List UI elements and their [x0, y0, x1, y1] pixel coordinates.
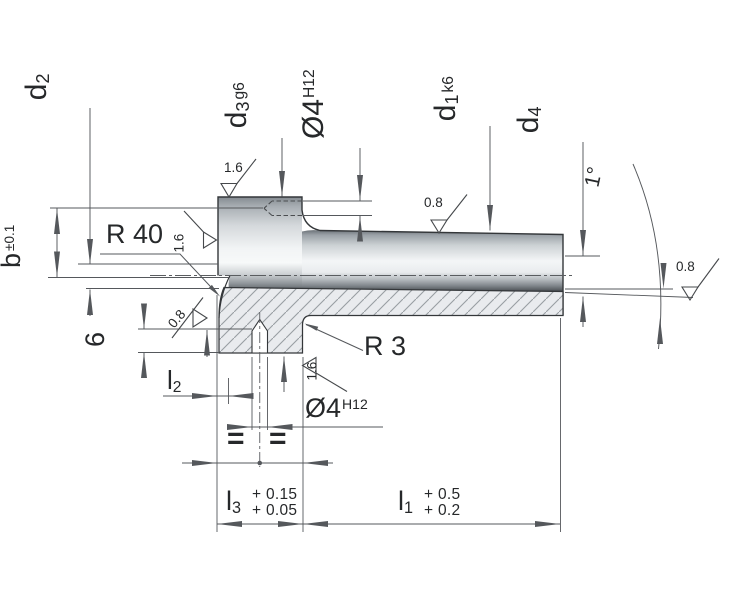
centerlines [150, 275, 572, 467]
roughness-check-left-lower [171, 297, 209, 339]
equality-mark-left: = [227, 422, 245, 455]
label-roughness-bore-end: 0.8 [676, 259, 695, 274]
r40-leader [100, 253, 218, 294]
label-l1-tolerance: + 0.5+ 0.2 [424, 486, 461, 519]
dimension-arrows [54, 171, 667, 527]
label-b: b±0.1 [0, 224, 26, 268]
label-d3: d3g6 [219, 82, 253, 129]
label-l1: l1 [398, 486, 414, 517]
equality-mark-right: = [269, 422, 287, 455]
section-hatch [218, 275, 564, 354]
label-d1: d1k6 [428, 76, 462, 122]
label-depth-6: 6 [80, 331, 110, 347]
label-angle-1deg: 1° [580, 164, 608, 190]
roughness-check-flange-left [183, 210, 218, 249]
angle-arc [632, 163, 662, 350]
shaft-shape [302, 230, 563, 292]
label-d2: d2 [19, 73, 53, 101]
label-bore-bottom: Ø4H12 [305, 393, 368, 423]
r40-curve [218, 275, 231, 319]
label-roughness-flange-left: 1.6 [171, 233, 187, 253]
label-l3-tolerance: + 0.15+ 0.05 [252, 486, 298, 519]
label-d4: d4 [511, 106, 545, 134]
part-outline [217, 196, 564, 316]
label-roughness-shaft-top: 0.8 [424, 195, 443, 210]
hatch-area [218, 286, 564, 354]
hidden-hole-dashed [263, 200, 302, 217]
label-r40: R 40 [106, 219, 164, 249]
roughness-check-flange-top [220, 158, 257, 199]
roughness-check-flange-bottom [301, 356, 348, 392]
roughness-check-shaft-top [430, 194, 468, 235]
label-l3: l3 [226, 486, 242, 517]
roughness-check-bore-end [681, 258, 720, 302]
label-bore-top: Ø4H12 [297, 69, 330, 139]
label-roughness-flange-bottom: 1.6 [304, 361, 320, 381]
label-r3: R 3 [364, 331, 407, 361]
label-l2: l2 [167, 365, 182, 396]
label-roughness-flange-top: 1.6 [224, 160, 243, 175]
flange-head-shape [218, 197, 302, 290]
roughness-symbols [171, 158, 720, 392]
center-dot [257, 460, 263, 466]
